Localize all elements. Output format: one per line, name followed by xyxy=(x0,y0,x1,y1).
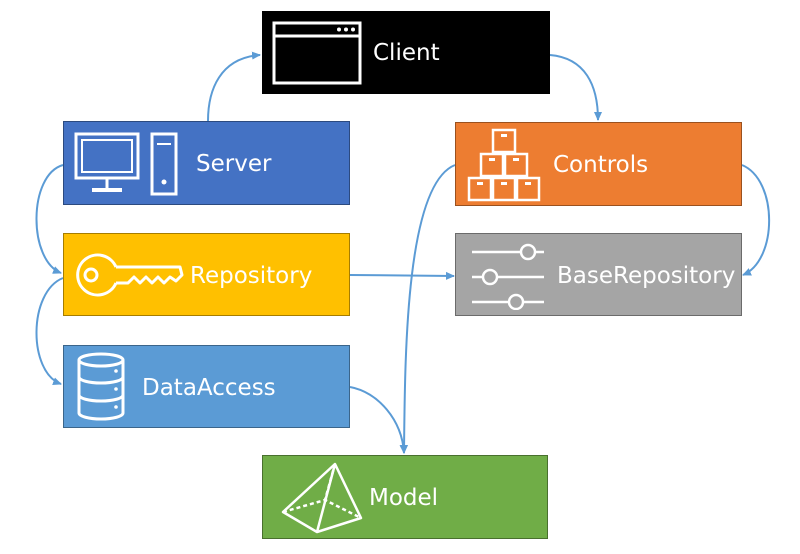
edge-dataaccess-model xyxy=(349,386,408,454)
node-dataaccess: DataAccess xyxy=(63,345,350,428)
browser-window-icon xyxy=(272,21,362,85)
node-label: DataAccess xyxy=(142,375,276,401)
node-controls: Controls xyxy=(455,122,742,206)
node-label: Client xyxy=(373,40,440,66)
node-label: Controls xyxy=(553,152,649,178)
node-baserepository: BaseRepository xyxy=(455,233,742,316)
node-label: Model xyxy=(369,485,439,511)
key-icon xyxy=(76,253,184,297)
edge-controls-baserepository xyxy=(741,164,770,276)
desktop-computer-icon xyxy=(74,132,178,196)
edge-server-repository xyxy=(35,164,64,274)
edge-repository-baserepository xyxy=(349,271,455,280)
node-label: BaseRepository xyxy=(557,263,736,289)
stacked-boxes-icon xyxy=(467,128,541,202)
node-label: Server xyxy=(196,151,272,177)
edge-server-client xyxy=(207,51,261,122)
edge-controls-model xyxy=(400,164,456,454)
sliders-icon xyxy=(472,243,544,310)
pyramid-icon xyxy=(281,462,363,534)
edge-repository-dataaccess xyxy=(35,277,64,386)
node-client: Client xyxy=(262,11,550,94)
node-server: Server xyxy=(63,121,350,205)
edge-client-controls xyxy=(549,54,602,121)
database-icon xyxy=(77,352,125,421)
node-label: Repository xyxy=(190,263,313,289)
node-model: Model xyxy=(262,455,548,539)
node-repository: Repository xyxy=(63,233,350,316)
